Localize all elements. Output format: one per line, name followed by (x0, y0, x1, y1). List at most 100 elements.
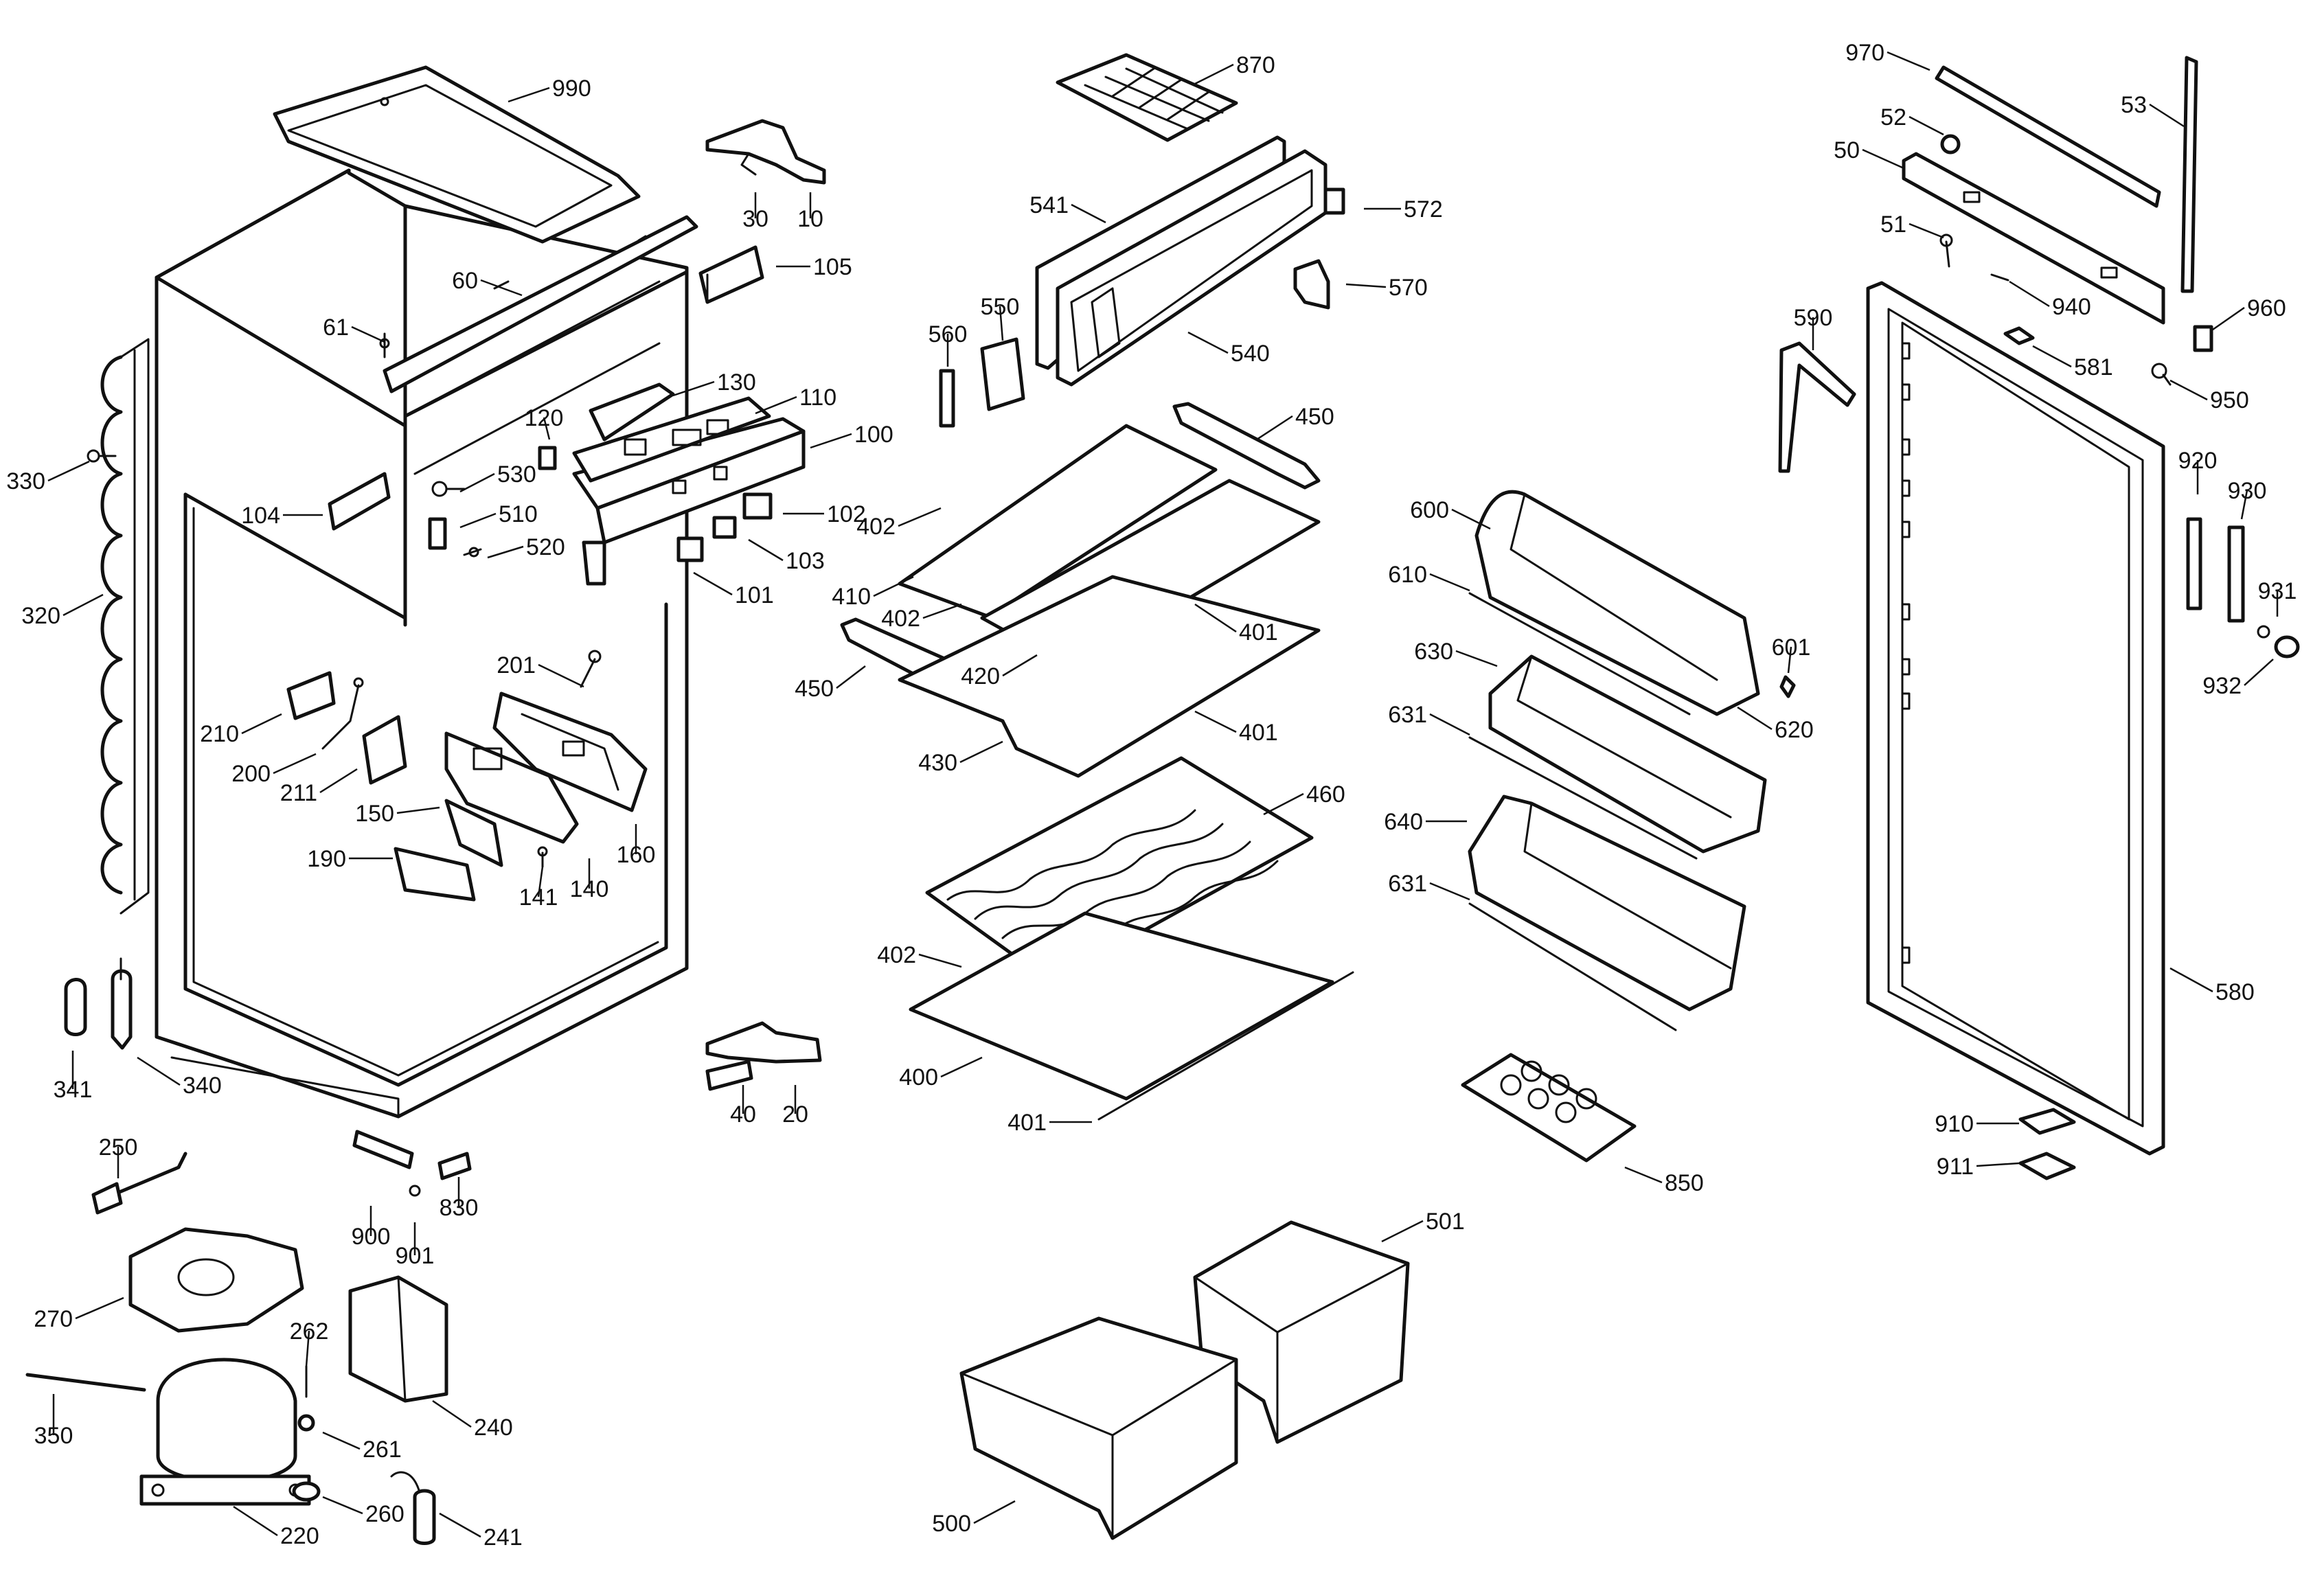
label-p540: 540 (1231, 341, 1270, 367)
label-p105: 105 (813, 254, 852, 280)
leader-line-p581 (2032, 345, 2072, 368)
label-p920: 920 (2178, 448, 2218, 474)
label-p520: 520 (526, 534, 565, 560)
label-p940: 940 (2052, 294, 2091, 320)
part-141-screw (537, 846, 548, 868)
leader-line-p261 (322, 1431, 361, 1450)
label-p240: 240 (474, 1415, 513, 1441)
leader-line-p130 (672, 380, 715, 397)
part-960-pad (2193, 325, 2213, 352)
cabinet-body (155, 168, 689, 1119)
part-160-thermostat-housing (492, 691, 648, 812)
part-550-flap (980, 337, 1025, 411)
leader-line-p430 (959, 740, 1003, 764)
part-101-102-switches (676, 492, 773, 562)
label-p50: 50 (1834, 137, 1860, 163)
part-241-capacitor (390, 1471, 436, 1545)
label-p401b: 401 (1239, 720, 1278, 746)
part-250-power-cable (91, 1152, 187, 1215)
part-120-clip (538, 446, 557, 470)
part-572-clip (1323, 187, 1345, 215)
part-950-screw (2151, 363, 2172, 386)
label-p430: 430 (918, 750, 957, 776)
leader-line-p402 (898, 507, 942, 527)
label-p101: 101 (735, 582, 774, 608)
label-p102: 102 (827, 501, 866, 527)
part-920-hinge-part (2186, 517, 2202, 610)
label-p51: 51 (1880, 211, 1906, 238)
leader-line-p110 (755, 396, 797, 415)
part-60-rail (383, 215, 698, 393)
label-p970: 970 (1845, 40, 1884, 66)
label-p931: 931 (2258, 578, 2297, 604)
leader-line-p960 (2212, 306, 2245, 331)
part-990-top-cover (273, 65, 641, 244)
leader-line-p52 (1909, 115, 1944, 136)
leader-line-p932 (2244, 659, 2274, 686)
label-p631b: 631 (1388, 871, 1427, 897)
part-640-bottle-shelf (1468, 794, 1746, 1011)
part-211-cover (362, 715, 407, 785)
part-631-rail (1468, 736, 1698, 1031)
part-130-bracket (589, 382, 675, 442)
label-p10: 10 (797, 206, 823, 232)
part-460-wine-rack (925, 756, 1314, 984)
part-10-top-hinge (705, 119, 826, 185)
part-240-relay (348, 1275, 448, 1403)
label-p201: 201 (497, 652, 536, 678)
label-p141: 141 (519, 884, 558, 911)
label-p510: 510 (499, 501, 538, 527)
leader-line-p870 (1194, 63, 1234, 85)
label-p631: 631 (1388, 702, 1427, 728)
label-p501: 501 (1426, 1209, 1465, 1235)
label-p60: 60 (452, 268, 478, 294)
part-601-knob (1779, 675, 1796, 698)
part-510-lamp (428, 517, 447, 550)
label-p190: 190 (307, 846, 346, 872)
label-p580: 580 (2215, 979, 2255, 1005)
label-p400: 400 (899, 1064, 938, 1090)
label-p20: 20 (782, 1101, 808, 1128)
label-p500: 500 (932, 1511, 971, 1537)
leader-line-p262 (305, 1330, 310, 1367)
label-p850: 850 (1665, 1170, 1704, 1196)
leader-line-p150 (396, 806, 440, 814)
part-520-screw (463, 547, 482, 558)
leader-line-p580 (2169, 967, 2213, 993)
part-530-screw (431, 481, 466, 497)
part-911-bracket (2018, 1152, 2076, 1180)
label-p570: 570 (1389, 275, 1428, 301)
leader-line-p60 (480, 279, 523, 297)
label-p103: 103 (786, 548, 825, 574)
label-p450: 450 (1295, 404, 1334, 430)
part-450-shelf-rail (1172, 402, 1321, 490)
label-p581: 581 (2074, 354, 2113, 380)
leader-line-p450b (836, 665, 866, 689)
label-p340: 340 (183, 1073, 222, 1099)
leader-line-p200 (273, 753, 317, 775)
leader-line-p520 (487, 545, 524, 559)
leader-line-p400 (940, 1056, 983, 1078)
label-p402c: 402 (877, 942, 916, 968)
label-p110: 110 (799, 385, 836, 411)
part-970-trim (1935, 65, 2161, 208)
leader-line-p940 (2009, 280, 2050, 308)
label-p870: 870 (1236, 52, 1275, 78)
part-580-door (1866, 281, 2165, 1156)
part-50-top-bracket (1902, 152, 2165, 325)
label-p200: 200 (231, 761, 271, 787)
leader-line-p570 (1345, 283, 1387, 288)
label-p420: 420 (961, 663, 1000, 689)
label-p52: 52 (1880, 104, 1906, 130)
label-p620: 620 (1775, 717, 1814, 743)
part-261-grommet (297, 1414, 315, 1432)
leader-line-p601 (1787, 646, 1792, 674)
leader-line-p420 (1002, 654, 1038, 677)
leader-line-p141 (537, 866, 544, 897)
part-500-drawer (959, 1316, 1238, 1540)
part-201-sensor (580, 650, 602, 688)
leader-line-p630 (1455, 650, 1498, 667)
leader-line-p402b (922, 603, 962, 619)
part-910-hinge-pin (2018, 1108, 2076, 1135)
